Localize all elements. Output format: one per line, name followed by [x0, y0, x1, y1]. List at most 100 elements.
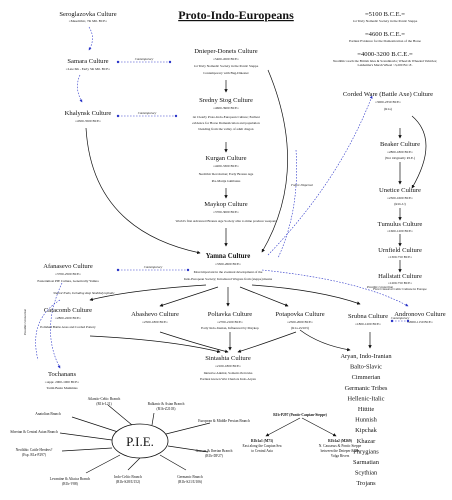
svg-text:=2000-1150 BCE=: =2000-1150 BCE= [407, 320, 433, 324]
node-tumulus: Tumulus Culture =1600-1200 BCE= [378, 221, 423, 233]
svg-text:Beaker Culture: Beaker Culture [380, 141, 420, 148]
edge-abashevo-sintashta [159, 331, 229, 353]
svg-text:=5400-4500 BCE=: =5400-4500 BCE= [213, 57, 239, 61]
timeline-desc: 1st Truly Nomadic Society in the Pontic … [353, 19, 418, 23]
descendant-list: Aryan, Indo-IranianBalto-SlavicCimmerian… [340, 353, 392, 487]
descendant-item: Kipchak [355, 427, 377, 434]
branch-label: Levantine & Altaica Branch [50, 477, 91, 481]
connectors [35, 26, 427, 474]
svg-text:Indo-European Society; Introdu: Indo-European Society; Introduced Wagons… [184, 277, 273, 281]
pie-label: P.I.E. [126, 434, 154, 449]
svg-text:Kurgan Culture: Kurgan Culture [205, 155, 246, 162]
m73-sub: East along the Caspian Sea [243, 444, 282, 448]
node-afanasevo: Afanasevo Culture =3700-2500 BCE= Easter… [37, 263, 99, 284]
svg-text:Corded Ware (Battle Axe) Cultu: Corded Ware (Battle Axe) Culture [343, 91, 433, 98]
node-poltavka: Poltavka Culture =2700-2100 BCE= Early I… [201, 311, 259, 331]
svg-text:Pre-Marija Gimbutas: Pre-Marija Gimbutas [212, 179, 241, 183]
edge-khalynsk-yamna [85, 127, 201, 255]
svg-text:Srubna Culture: Srubna Culture [348, 313, 388, 320]
timeline-date: =5100 B.C.E.= [365, 11, 405, 18]
label-contemporary: Contemporary [135, 57, 154, 61]
svg-text:Dnieper-Donets Culture: Dnieper-Donets Culture [194, 48, 257, 55]
spoke [167, 445, 209, 453]
branch-sub: (R1b-DF27) [205, 454, 224, 458]
edge-future-dispersal [277, 149, 297, 259]
node-urnfield: Urnfield Culture =1300-750 BCE= [378, 247, 422, 259]
svg-text:Maykop Culture: Maykop Culture [204, 201, 247, 208]
branch-sub: (R1b-S28/U152) [116, 480, 141, 484]
timeline: =5100 B.C.E.= 1st Truly Nomadic Society … [333, 11, 437, 68]
branch-sub: (R1b-L21) [96, 402, 112, 406]
branch-label: Atlantic-Celtic Branch [88, 397, 121, 401]
branch-label: Indo-Celtic Branch [114, 475, 142, 479]
svg-text:=2100-1800 BCE=: =2100-1800 BCE= [215, 364, 241, 368]
branch-label: Siberian & Central Asian Branch [10, 430, 58, 434]
node-kurgan: Kurgan Culture =4200-3300 BCE= Neolithic… [199, 155, 254, 183]
edge-dnieper-yamna [261, 69, 288, 253]
edge-seroglazovka-samara [88, 26, 93, 51]
node-sredny: Sredny Stog Culture =4600-3900 BCE= 1st … [192, 97, 260, 131]
node-abashevo: Abashevo Culture =2500-1800 BCE= [131, 311, 179, 324]
svg-text:=2500-1800 BCE=: =2500-1800 BCE= [142, 320, 168, 324]
svg-text:=2800-2200 BCE=: =2800-2200 BCE= [55, 316, 81, 320]
svg-text:=2300-1600 BCE=: =2300-1600 BCE= [387, 196, 413, 200]
svg-text:Early Indo-Iranian, Influenced: Early Indo-Iranian, Influenced by Maykop [201, 326, 259, 331]
label-contemporary: Contemporary [144, 265, 163, 269]
svg-text:(R1a-Z2103): (R1a-Z2103) [291, 326, 309, 330]
node-seroglazovka: Seroglazovka Culture =Mesolithic, 7th Mi… [59, 11, 116, 24]
branch-label: Gascon & Iberian Branch [196, 449, 233, 453]
label-future-dispersal: Future Dispersal [290, 183, 313, 187]
edge-corded-unetice [411, 115, 427, 189]
svg-text:Catacomb Culture: Catacomb Culture [44, 307, 92, 314]
node-corded: Corded Ware (Battle Axe) Culture =3000-2… [343, 91, 433, 111]
edge-possible-left [35, 299, 61, 361]
svg-text:World's first Advanced Bronze: World's first Advanced Bronze Age Societ… [175, 219, 277, 223]
svg-text:Abashevo Culture: Abashevo Culture [131, 311, 179, 318]
m73-label: R1b1a1 (M73) [251, 439, 274, 443]
node-srubna: Srubna Culture =1800-1200 BCE= [348, 313, 388, 326]
node-andronovo: Andronovo Culture =2000-1150 BCE= [394, 311, 446, 324]
page-title: Proto-Indo-Europeans [178, 8, 294, 22]
node-khalynsk: Khalynsk Culture =4500-3500 BCE= [65, 110, 112, 123]
timeline-desc: Neolithic reach the British Isles & Scan… [333, 59, 437, 68]
edge-yamna-potapovka [239, 286, 289, 307]
branch-sub: (R1b-S21/U106) [178, 480, 203, 484]
edge-r1b-m269 [301, 417, 337, 437]
m269-sub: Volga Rivers [331, 454, 350, 458]
node-tochanans: Tochanans =Appr. 2000-1000 BCE= Tarim Ba… [45, 371, 80, 390]
descendant-item: Scythian [355, 470, 378, 477]
svg-text:=1800-1200 BCE=: =1800-1200 BCE= [355, 322, 381, 326]
spoke [159, 454, 187, 471]
timeline-desc-wrap: Neolithic reach the British Isles & Scan… [333, 59, 437, 68]
timeline-desc: Earliest Evidence for the Domestication … [349, 39, 421, 43]
descendant-item: Cimmerian [352, 374, 382, 381]
edge-yamna-andronovo [261, 269, 409, 307]
descendant-item: Balto-Slavic [350, 364, 382, 371]
svg-text:(R1b-U): (R1b-U) [394, 202, 406, 206]
svg-text:Hallstatt Culture: Hallstatt Culture [378, 273, 422, 280]
svg-text:Earliest known War Chariots In: Earliest known War Chariots Indo-Aryan [200, 377, 256, 381]
spoke [151, 412, 155, 426]
svg-text:=3000-2350 BCE=: =3000-2350 BCE= [375, 100, 401, 104]
svg-text:1st Clearly Proto-Indo-Europea: 1st Clearly Proto-Indo-European Culture;… [192, 115, 260, 119]
svg-text:evidence for Horse Domesticati: evidence for Horse Domestication and pop… [192, 121, 260, 125]
edge-potapovka-sintashta [237, 331, 297, 353]
descendant-item: Phrygians [353, 448, 379, 455]
svg-text:Afanasevo Culture: Afanasevo Culture [43, 263, 93, 270]
svg-text:First Classical Celtic Culture: First Classical Celtic Culture in Europe [373, 287, 427, 291]
m73-sub: to Central Asia [251, 449, 273, 453]
node-potapovka: Potapovka Culture =2500-2000 BCE= (R1a-Z… [275, 311, 324, 330]
svg-text:(R1a): (R1a) [384, 107, 392, 111]
spoke [71, 416, 119, 433]
svg-text:Easternmost PIE Culture, Genet: Easternmost PIE Culture, Genetically Yam… [37, 279, 99, 284]
svg-text:=1200-750 BCE=: =1200-750 BCE= [388, 281, 412, 285]
pie-ellipse [111, 423, 169, 459]
m269-sub: N. Caucasus & Pontic Steppe [319, 444, 362, 448]
edge-samara-khalynsk [77, 74, 83, 103]
descendant-item: Hittite [358, 406, 374, 413]
edge-yamna-srubna [251, 284, 361, 305]
m269-sub: between the Dnieper & the [321, 449, 360, 453]
svg-text:=2700-2100 BCE=: =2700-2100 BCE= [217, 320, 243, 324]
svg-text:Tochanans: Tochanans [48, 371, 77, 378]
